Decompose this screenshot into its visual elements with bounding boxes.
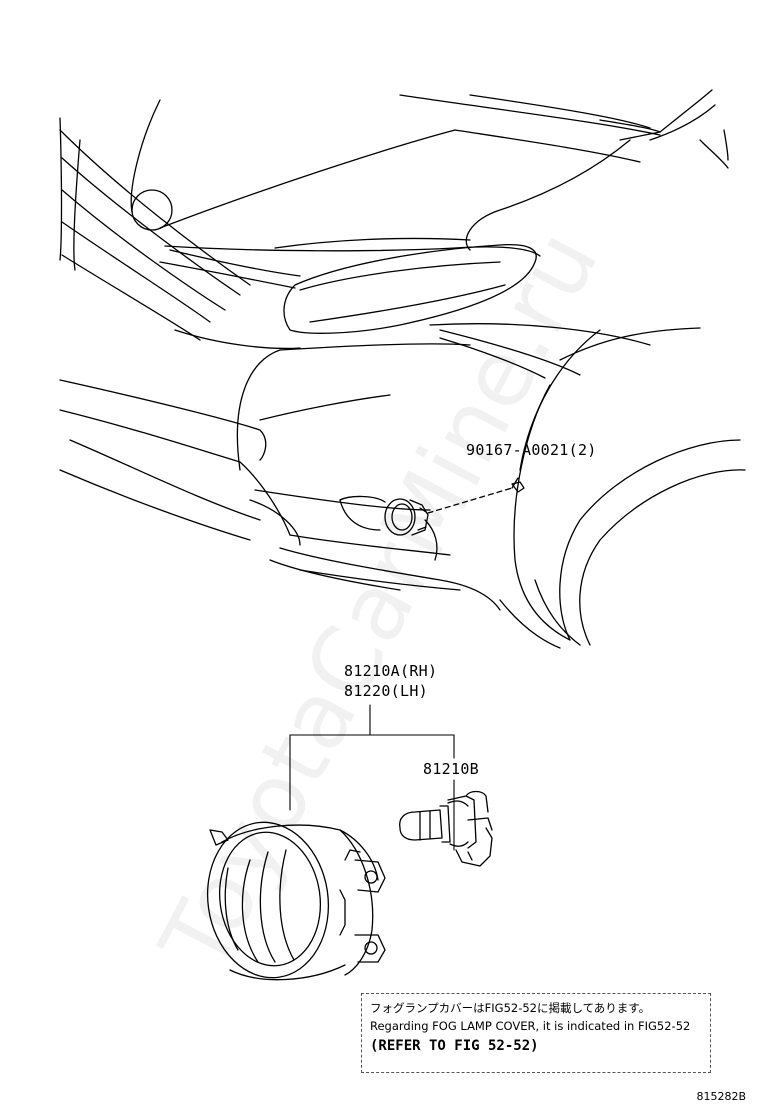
leader-lines — [289, 704, 455, 851]
bulb-part-number[interactable]: 81210B — [423, 760, 479, 778]
clip-part-number[interactable]: 90167-A0021(2) — [466, 441, 597, 459]
fog-lamp-rh-part-number[interactable]: 81210A(RH) — [344, 662, 438, 680]
note-english: Regarding FOG LAMP COVER, it is indicate… — [370, 1019, 691, 1033]
note-box: フォグランプカバーはFIG52-52に掲載してあります。 Regarding F… — [361, 993, 711, 1073]
fog-lamp-lh-part-number[interactable]: 81220(LH) — [344, 682, 428, 700]
fog-bulb — [399, 790, 493, 867]
fog-lamp-assembly — [206, 821, 386, 981]
clip-installed — [511, 481, 525, 493]
note-japanese: フォグランプカバーはFIG52-52に掲載してあります。 — [370, 1001, 651, 1015]
fog-lamp-installed — [384, 498, 429, 536]
note-reference[interactable]: (REFER TO FIG 52-52) — [370, 1038, 539, 1054]
figure-code: 815282B — [696, 1090, 746, 1103]
vehicle-front-outline — [59, 89, 746, 649]
